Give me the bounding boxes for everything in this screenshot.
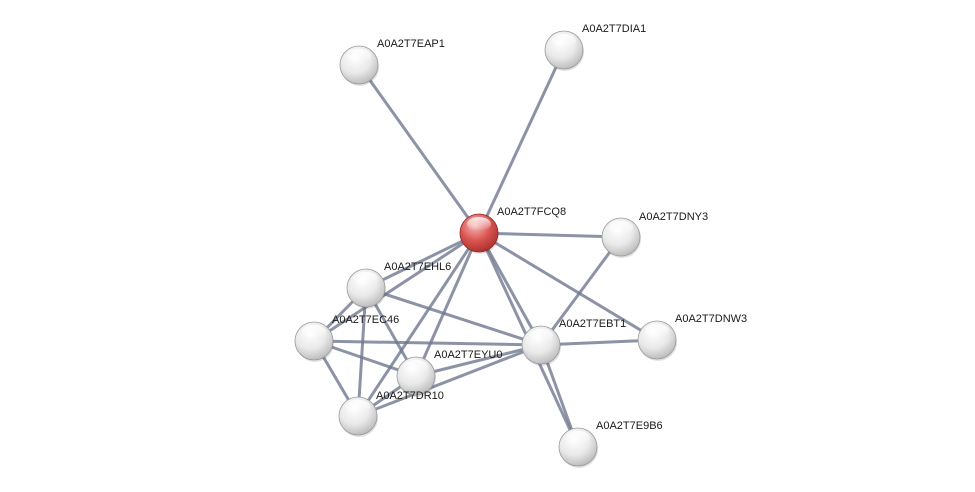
- node-label-A0A2T7FCQ8: A0A2T7FCQ8: [497, 206, 566, 218]
- node-A0A2T7EBT1[interactable]: A0A2T7EBT1: [521, 318, 626, 366]
- node-A0A2T7EAP1[interactable]: A0A2T7EAP1: [339, 38, 445, 86]
- node-highlight: [552, 34, 576, 48]
- node-highlight: [346, 400, 370, 414]
- edge-A0A2T7EBT1-A0A2T7EHL6: [364, 286, 543, 347]
- node-label-A0A2T7EBT1: A0A2T7EBT1: [559, 318, 626, 330]
- edge-A0A2T7FCQ8-A0A2T7EAP1: [357, 63, 481, 235]
- edge-A0A2T7FCQ8-A0A2T7DIA1: [477, 48, 566, 235]
- node-A0A2T7DNY3[interactable]: A0A2T7DNY3: [601, 211, 708, 258]
- edge-A0A2T7FCQ8-A0A2T7EC46: [312, 231, 481, 343]
- edge-A0A2T7EBT1-A0A2T7DNY3: [539, 235, 623, 347]
- node-label-A0A2T7E9B6: A0A2T7E9B6: [596, 420, 663, 432]
- node-label-A0A2T7EYU0: A0A2T7EYU0: [434, 349, 502, 361]
- node-A0A2T7DIA1[interactable]: A0A2T7DIA1: [544, 23, 646, 71]
- node-A0A2T7EC46[interactable]: A0A2T7EC46: [294, 314, 399, 362]
- node-label-A0A2T7DNY3: A0A2T7DNY3: [639, 211, 708, 223]
- node-A0A2T7EYU0[interactable]: A0A2T7EYU0: [396, 349, 502, 397]
- node-highlight: [354, 272, 378, 286]
- edge-A0A2T7FCQ8-A0A2T7EBT1: [477, 231, 543, 347]
- node-label-A0A2T7DNW3: A0A2T7DNW3: [675, 313, 747, 325]
- node-A0A2T7EHL6[interactable]: A0A2T7EHL6: [346, 261, 451, 309]
- node-A0A2T7DR10[interactable]: A0A2T7DR10: [338, 390, 444, 437]
- nodes-layer: A0A2T7FCQ8 A0A2T7EAP1 A0A2T7DIA1A0A2T7DNY3…: [294, 23, 747, 468]
- node-highlight: [347, 49, 371, 63]
- node-label-A0A2T7EHL6: A0A2T7EHL6: [384, 261, 451, 273]
- node-highlight: [404, 360, 428, 374]
- node-highlight: [302, 325, 326, 339]
- edge-A0A2T7FCQ8-A0A2T7EHL6: [364, 231, 481, 290]
- edge-A0A2T7EBT1-A0A2T7EYU0: [414, 343, 543, 378]
- node-highlight: [566, 431, 590, 445]
- node-highlight: [609, 221, 633, 235]
- edge-A0A2T7EBT1-A0A2T7EC46: [312, 339, 543, 347]
- edge-A0A2T7FCQ8-A0A2T7EYU0: [414, 231, 481, 378]
- edge-A0A2T7EHL6-A0A2T7DR10: [356, 286, 368, 418]
- node-A0A2T7FCQ8[interactable]: A0A2T7FCQ8: [459, 206, 566, 254]
- node-label-A0A2T7DR10: A0A2T7DR10: [376, 390, 444, 402]
- node-label-A0A2T7EAP1: A0A2T7EAP1: [377, 38, 445, 50]
- node-label-A0A2T7EC46: A0A2T7EC46: [332, 314, 399, 326]
- node-highlight: [467, 217, 491, 231]
- node-A0A2T7E9B6[interactable]: A0A2T7E9B6: [558, 420, 663, 468]
- node-highlight: [529, 329, 553, 343]
- node-A0A2T7DNW3[interactable]: A0A2T7DNW3: [637, 313, 747, 361]
- edge-A0A2T7FCQ8-A0A2T7DR10: [356, 231, 481, 418]
- node-label-A0A2T7DIA1: A0A2T7DIA1: [582, 23, 646, 35]
- edge-A0A2T7EBT1-A0A2T7DR10: [356, 343, 543, 418]
- edge-A0A2T7FCQ8-A0A2T7DNY3: [477, 231, 623, 239]
- edge-A0A2T7FCQ8-A0A2T7DNW3: [477, 231, 659, 342]
- node-highlight: [645, 324, 669, 338]
